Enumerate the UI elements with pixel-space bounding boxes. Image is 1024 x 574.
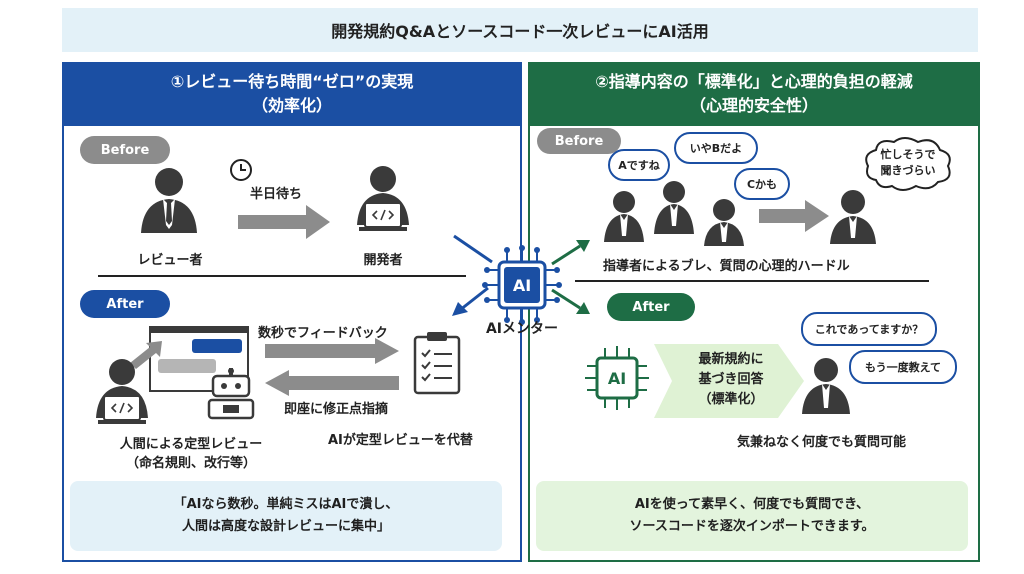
ai-chip-icon [482,245,562,325]
developer-person-icon [357,166,409,231]
left-summary-quote: 「AIなら数秒。単純ミスはAIで潰し、 人間は高度な設計レビューに集中」 [70,481,502,551]
ai-chip-green-icon [585,346,649,410]
mentors-group-icon [604,181,744,246]
fix-points-label: 即座に修正点指摘 [284,402,389,417]
left-quote-line2: 人間は高度な設計レビューに集中」 [181,519,390,534]
left-after-badge: After [80,290,170,318]
feedback-label: 数秒でフィードバック [258,326,388,341]
ai-mentor-arrows-icon [452,234,590,316]
ai-chip-text: AI [512,275,532,295]
answer-text: 最新規約に 基づき回答 （標準化） [672,350,790,410]
busy-line2: 聞きづらい [880,164,936,177]
answer-line2: 基づき回答 [698,372,764,387]
right-panel-heading: ②指導内容の「標準化」と心理的負担の軽減 （心理的安全性） [528,62,980,126]
bubble-c: Cかも [734,168,790,200]
busy-text: 忙しそうで 聞きづらい [865,147,951,179]
checklist-icon [413,332,461,395]
question-bubble-1: これであってますか？ [801,312,937,346]
left-heading-line2: （効率化） [251,96,332,115]
reviewer-person-icon [141,168,197,233]
bubble-b: いやBだよ [674,132,758,164]
ai-review-label: AIが定型レビューを代替 [328,433,473,448]
right-before-badge: Before [537,128,621,154]
developer-label: 開発者 [363,253,403,268]
page-title: 開発規約Q&Aとソースコード一次レビューにAI活用 [62,8,978,52]
junior-before-icon [830,190,876,244]
after-developer-icon [96,359,148,424]
right-after-badge: After [607,293,695,321]
answer-line3: （標準化） [698,392,764,407]
junior-after-icon [802,358,850,414]
left-separator [98,275,466,277]
ai-mentor-label: AIメンター [485,321,559,337]
reviewer-label: レビュー者 [137,253,203,268]
question-bubble-2: もう一度教えて [849,350,957,384]
before-arrow-icon [759,200,829,232]
answer-line1: 最新規約に [698,352,764,367]
right-heading-line1: ②指導内容の「標準化」と心理的負担の軽減 [595,72,913,91]
right-separator [575,280,929,282]
right-quote-line2: ソースコードを逐次インポートできます。 [629,519,875,534]
human-review-label: 人間による定型レビュー [119,437,263,452]
robot-icon [207,368,255,420]
feedback-arrows-icon [265,338,399,396]
busy-line1: 忙しそうで [880,148,936,161]
busy-cloud-icon [865,137,951,191]
wait-arrow-icon [238,205,330,239]
answer-arrow-shape [654,344,804,418]
human-review-sub: （命名規則、改行等） [125,456,256,471]
left-heading-line1: ①レビュー待ち時間“ゼロ”の実現 [170,72,414,91]
left-before-badge: Before [80,136,170,164]
left-panel-heading: ①レビュー待ち時間“ゼロ”の実現 （効率化） [62,62,522,126]
clock-icon [230,159,252,181]
ai-chip-green-text: AI [607,368,627,388]
left-quote-line1: 「AIなら数秒。単純ミスはAIで潰し、 [173,497,399,512]
right-quote-line1: AIを使って素早く、何度でも質問でき、 [634,497,870,512]
right-summary-quote: AIを使って素早く、何度でも質問でき、 ソースコードを逐次インポートできます。 [536,481,968,551]
right-heading-line2: （心理的安全性） [689,96,818,115]
after-caption: 気兼ねなく何度でも質問可能 [737,435,907,450]
before-caption: 指導者によるブレ、質問の心理的ハードル [603,259,850,274]
bubble-a: Aですね [608,149,670,181]
half-day-wait-label: 半日待ち [250,187,303,202]
